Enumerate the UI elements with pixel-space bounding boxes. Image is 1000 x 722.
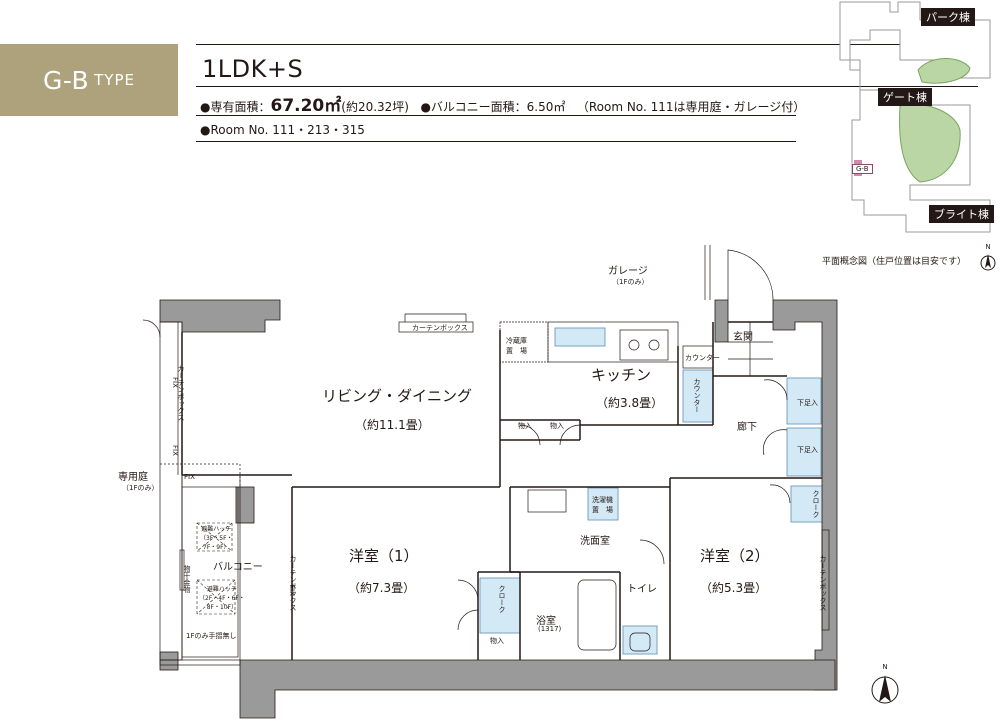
- kitchen-label: キッチン: [591, 366, 652, 384]
- layout-title: 1LDK+S: [202, 55, 304, 83]
- storage-label-2: 物入: [550, 422, 564, 430]
- spec-balcony: ●バルコニー面積：6.50㎡: [420, 100, 566, 114]
- curtain-box-label-room1: カーテンボックス: [289, 555, 297, 611]
- wash-room-label: 洗面室: [580, 536, 610, 547]
- plan-north-arrow-icon: [871, 675, 899, 704]
- cloak-room2: [790, 485, 827, 523]
- header-rule-bottom: [196, 141, 796, 142]
- fix-label-3: FIX: [171, 377, 179, 388]
- type-suffix: TYPE: [94, 71, 135, 89]
- clothes-label: 物干金物: [183, 565, 191, 593]
- garage-note: （1Fのみ）: [612, 278, 649, 286]
- wash-basin: [527, 489, 567, 513]
- keymap-label-gate: ゲート棟: [878, 88, 932, 106]
- shoe-label-1: 下足入: [797, 399, 818, 407]
- park-green-area: [917, 58, 971, 84]
- hatch2-box: [196, 579, 236, 615]
- shoe-cabinet-upper: [786, 377, 822, 425]
- spec-area: 67.20㎡: [270, 96, 342, 116]
- hall-label: 廊下: [737, 422, 757, 433]
- toilet-area: [622, 625, 658, 655]
- keymap-unit-tag: G-B: [852, 164, 873, 174]
- living-size: （約11.1畳）: [355, 418, 430, 432]
- wall-mid-pillar: [235, 486, 255, 524]
- type-code: G-B: [42, 65, 90, 95]
- fix-label-4: FIX: [288, 585, 296, 596]
- site-keymap: [839, 1, 991, 233]
- room2-label: 洋室（2）: [700, 547, 770, 565]
- type-badge: G-B TYPE: [0, 44, 178, 116]
- stove: [619, 329, 669, 361]
- keymap-compass: N: [980, 243, 996, 273]
- hatch1-label: 避難ハッチ （3F・5F・ 7F・9F）: [200, 526, 233, 551]
- curtain-box-top: [398, 321, 474, 333]
- north-arrow-icon: [980, 254, 996, 271]
- counter2-label: カウンター: [693, 378, 701, 413]
- rail-note: 1Fのみ手摺無し: [186, 632, 237, 640]
- storage-label-3: 物入: [490, 637, 504, 645]
- header-rule-low: [196, 115, 796, 116]
- kitchen-counter: [547, 321, 679, 363]
- plan-compass: N: [870, 663, 900, 705]
- keymap-caption: 平面概念図（住戸位置は目安です）: [822, 257, 967, 267]
- toilet-label: トイレ: [627, 584, 657, 595]
- private-garden-label: 専用庭: [118, 472, 148, 483]
- fix-label-1: FIX: [184, 473, 195, 481]
- spec-area-tsubo: (約20.32坪): [341, 100, 409, 114]
- cloak-label-room2: クローク: [812, 490, 820, 518]
- gate-green-area: [899, 103, 961, 183]
- keymap-label-bright: ブライト棟: [929, 205, 994, 223]
- wall-corner-pillar: [159, 651, 179, 671]
- plan-compass-n: N: [882, 663, 888, 671]
- room1-size: （約7.3畳）: [348, 581, 416, 595]
- wall-right: [772, 299, 838, 691]
- storage-label-1: 物入: [518, 422, 532, 430]
- spec-prefix: ●専有面積：: [200, 100, 271, 114]
- bathtub: [577, 579, 617, 651]
- shoe-label-2: 下足入: [797, 446, 818, 454]
- sink-fixture: [554, 327, 606, 347]
- kitchen-size: （約3.8畳）: [596, 396, 664, 410]
- bath-label: 浴室: [536, 616, 556, 627]
- garage-label: ガレージ: [608, 266, 648, 277]
- fridge-label: 冷蔵庫 置 場: [506, 337, 527, 355]
- shoe-cabinet-lower: [786, 427, 822, 477]
- entrance-label: 玄関: [733, 332, 753, 343]
- header-rule-top: [196, 44, 978, 45]
- washer-label: 洗濯機 置 場: [592, 496, 613, 514]
- toilet-bowl: [629, 632, 651, 652]
- private-garden-note: （1Fのみ）: [122, 484, 159, 492]
- keymap-compass-n: N: [985, 243, 991, 251]
- kitchen-counter-fixture: [682, 369, 714, 423]
- hatch2-label: 避難ハッチ （2F・4F・6F・ 8F・10F）: [199, 586, 245, 611]
- wall-bottom: [239, 659, 836, 719]
- bath-size: (1317): [538, 625, 562, 633]
- balcony-label: バルコニー: [213, 562, 263, 573]
- curtain-box-label-top: カーテンボックス: [412, 324, 468, 332]
- washer-space: [587, 487, 619, 521]
- fix-label-2: FIX: [171, 445, 179, 456]
- counter-label: カウンター: [685, 354, 720, 362]
- cloak-label-room1: クローク: [498, 585, 506, 613]
- room-numbers: ●Room No. 111・213・315: [200, 123, 365, 137]
- hatch1-box: [196, 522, 233, 552]
- counter-small: [682, 345, 714, 369]
- curtain-box-label-room2: カーテンボックス: [819, 555, 827, 611]
- spec-note: （Room No. 111は専用庭・ガレージ付）: [576, 100, 806, 114]
- room2-size: （約5.3畳）: [700, 581, 768, 595]
- header-rule-mid: [196, 86, 978, 87]
- window-room2: [821, 529, 830, 631]
- room1-label: 洋室（1）: [349, 547, 419, 565]
- curtain-box-label-left: カーテンボックス: [177, 365, 185, 421]
- keymap-label-park: パーク棟: [921, 8, 975, 26]
- wall-garage-pillar: [714, 299, 729, 343]
- living-label: リビング・ダイニング: [322, 387, 473, 405]
- spec-line: ●専有面積：67.20㎡(約20.32坪) ●バルコニー面積：6.50㎡ （Ro…: [200, 91, 805, 116]
